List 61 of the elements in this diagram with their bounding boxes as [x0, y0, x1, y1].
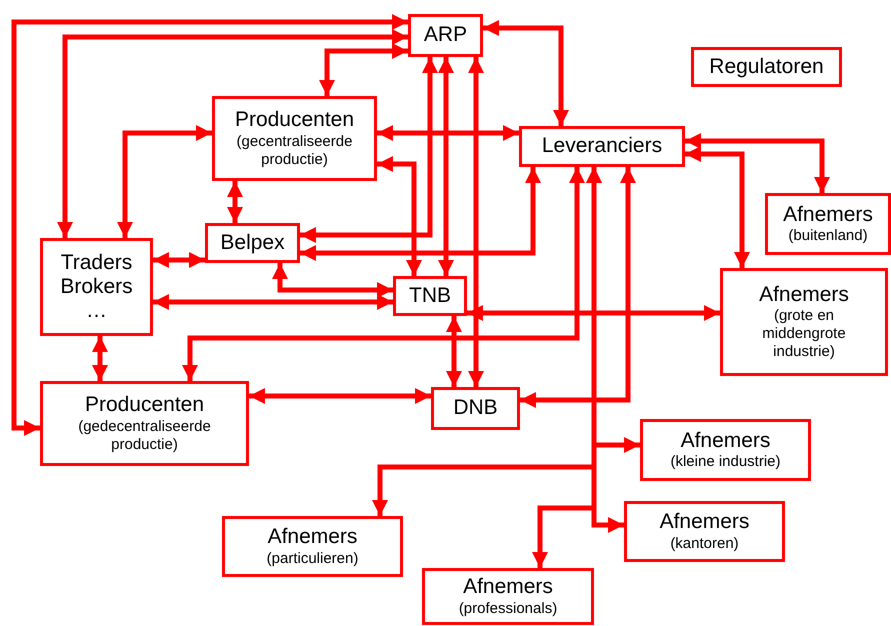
arrow [182, 167, 585, 381]
arrow [483, 20, 569, 126]
arrow [468, 57, 484, 387]
node-title: TNB [409, 284, 451, 308]
arrow [117, 125, 212, 238]
entity-box [408, 14, 483, 57]
arrow [92, 336, 108, 381]
arrow [153, 294, 393, 310]
entity-box [431, 387, 520, 430]
entity-box [691, 47, 842, 87]
arrow [57, 29, 408, 238]
node-title: Afnemers [680, 428, 770, 454]
node-subtitle: (kantoren) [670, 534, 739, 553]
node-title: Producenten [234, 108, 354, 133]
node-title: Regulatoren [709, 54, 824, 80]
arrow [272, 263, 393, 298]
arrow [249, 388, 431, 404]
arrow [685, 146, 750, 268]
node-title: Afnemers [660, 510, 750, 535]
node-title: Belpex [220, 230, 285, 256]
entity-box [40, 381, 249, 466]
node-title: Leveranciers [542, 134, 662, 159]
arrow [377, 156, 422, 276]
node-title: Afnemers [268, 525, 358, 550]
arrow [227, 181, 243, 223]
node-subtitle: (particulieren) [266, 550, 358, 568]
node-title: Afnemers [463, 575, 553, 600]
node-title: Traders Brokers … [59, 250, 134, 324]
entity-box [222, 516, 403, 577]
node-title: Afnemers [759, 282, 849, 308]
arrow [12, 14, 408, 436]
entity-box [720, 268, 888, 376]
node-subtitle: (kleine industrie) [670, 453, 781, 472]
entity-box [765, 193, 891, 255]
node-title: Afnemers [783, 202, 873, 228]
node-title: ARP [424, 23, 468, 48]
arrow [153, 252, 205, 268]
arrow [446, 316, 462, 387]
arrow [319, 43, 408, 96]
entity-box [205, 223, 300, 263]
entity-box [519, 126, 685, 167]
arrow [467, 305, 720, 321]
arrow [300, 57, 438, 243]
entity-box [640, 419, 811, 481]
arrow [377, 125, 519, 141]
node-subtitle: (buitenland) [788, 227, 868, 246]
entity-box [393, 276, 467, 316]
arrow [438, 57, 454, 276]
node-subtitle: (gecentraliseerde productie) [236, 132, 354, 169]
arrow [300, 167, 541, 261]
node-title: Producenten [84, 393, 204, 418]
entity-box [624, 501, 785, 562]
entity-box [40, 238, 153, 336]
node-subtitle: (professionals) [458, 600, 558, 618]
node-subtitle: (grote en middengrote industrie) [761, 307, 847, 362]
node-subtitle: (gedecentraliseerde productie) [77, 418, 212, 454]
arrow [520, 167, 636, 408]
entity-box [422, 568, 594, 625]
entity-box [212, 96, 377, 181]
node-title: DNB [453, 396, 498, 421]
arrow [685, 133, 830, 193]
